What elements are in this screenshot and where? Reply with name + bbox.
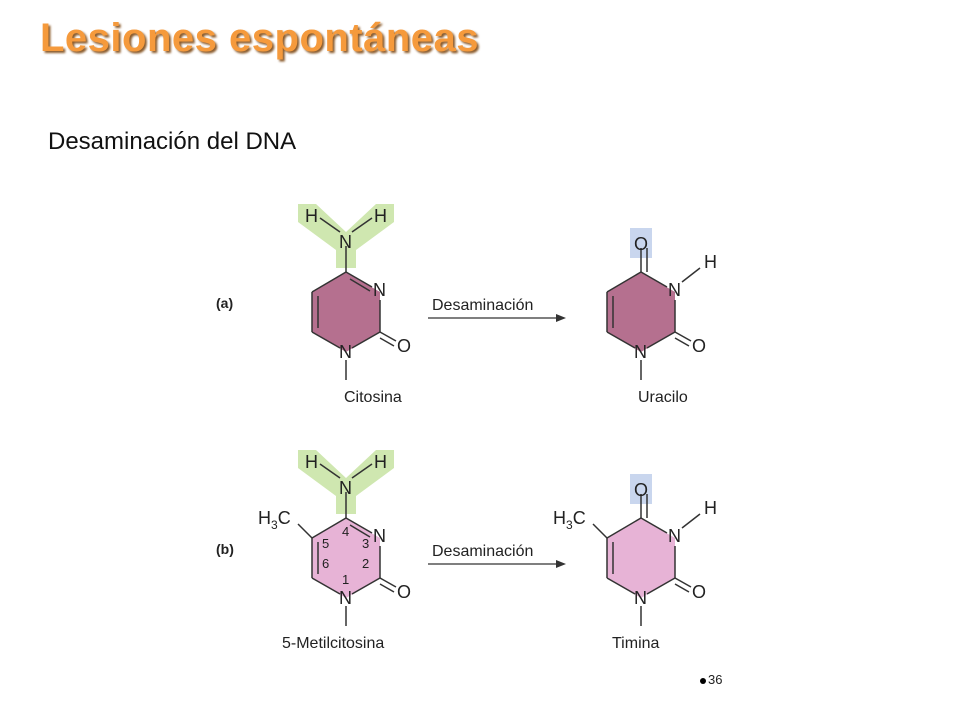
svg-text:N: N xyxy=(339,478,352,498)
ring-number: 6 xyxy=(322,556,329,571)
methylcytosine-molecule: H H N N N O H3C 4 3 5 2 6 1 5-Metilcitos… xyxy=(258,450,411,652)
page-number: 36 xyxy=(700,672,722,687)
svg-text:H: H xyxy=(374,206,387,226)
methylcytosine-ring xyxy=(312,518,380,598)
methyl-h3c: H3C xyxy=(258,508,291,532)
svg-text:N: N xyxy=(339,342,352,362)
row-a-label: (a) xyxy=(216,295,233,311)
cytosine-label: Citosina xyxy=(344,389,402,406)
uracil-molecule: O H N N O Uracilo xyxy=(606,228,717,406)
svg-text:N: N xyxy=(634,588,647,608)
svg-text:H: H xyxy=(704,498,717,518)
svg-text:N: N xyxy=(373,280,386,300)
methyl-h3c: H3C xyxy=(553,508,586,532)
thymine-molecule: O H N N O H3C Timina xyxy=(553,474,717,652)
methylcytosine-label: 5-Metilcitosina xyxy=(282,635,384,652)
thymine-ring xyxy=(607,518,675,598)
svg-text:N: N xyxy=(668,526,681,546)
svg-text:H: H xyxy=(374,452,387,472)
svg-text:O: O xyxy=(634,480,648,500)
svg-text:O: O xyxy=(397,336,411,356)
svg-text:N: N xyxy=(339,232,352,252)
uracil-ring xyxy=(607,272,675,352)
svg-text:H: H xyxy=(305,452,318,472)
thymine-label: Timina xyxy=(612,635,660,652)
bullet-icon xyxy=(700,677,706,684)
ring-number: 1 xyxy=(342,572,349,587)
cytosine-molecule: H H N N N O Citosina xyxy=(298,204,411,406)
svg-text:O: O xyxy=(634,234,648,254)
svg-text:H: H xyxy=(305,206,318,226)
ring-number: 2 xyxy=(362,556,369,571)
ring-number: 5 xyxy=(322,536,329,551)
slide-title: Lesiones espontáneas xyxy=(40,16,480,60)
svg-text:N: N xyxy=(339,588,352,608)
slide-subtitle: Desaminación del DNA xyxy=(48,128,297,155)
uracil-label: Uracilo xyxy=(638,389,688,406)
cytosine-ring xyxy=(312,272,380,352)
svg-text:O: O xyxy=(397,582,411,602)
svg-text:N: N xyxy=(668,280,681,300)
svg-text:N: N xyxy=(634,342,647,362)
ring-number: 3 xyxy=(362,536,369,551)
svg-text:H: H xyxy=(704,252,717,272)
svg-text:N: N xyxy=(373,526,386,546)
svg-text:O: O xyxy=(692,336,706,356)
row-b-label: (b) xyxy=(216,541,234,557)
ring-number: 4 xyxy=(342,524,349,539)
arrow-a-label: Desaminación xyxy=(432,297,533,314)
svg-text:O: O xyxy=(692,582,706,602)
arrow-b-label: Desaminación xyxy=(432,543,533,560)
